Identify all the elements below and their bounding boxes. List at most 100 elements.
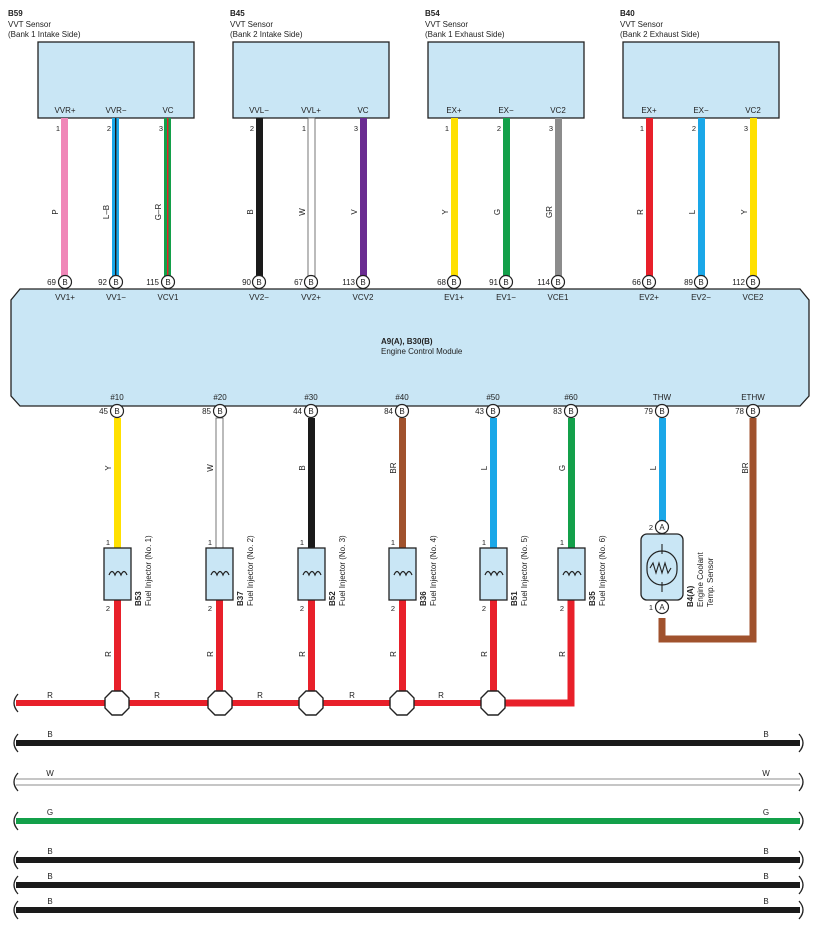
wire-color-code: GR — [545, 206, 554, 218]
injector-no5: 1 2 B51 Fuel Injector (No. 5) — [479, 535, 529, 613]
wire-v — [360, 118, 367, 276]
coil-icon — [484, 570, 504, 577]
sensor-pin-number: 2 — [250, 124, 254, 133]
injector-code: B52 — [328, 591, 337, 606]
ecm-pin-number: 90 — [242, 278, 251, 287]
injector-pin-number: 2 — [106, 604, 110, 613]
wire-color-code: G–R — [154, 204, 163, 221]
ecm-pin-name: VV1− — [106, 293, 126, 302]
connector-b-badge — [160, 274, 176, 290]
connector-b-badge — [446, 274, 462, 290]
pin-label-ex-plus: EX+ — [446, 106, 462, 115]
sensor-b54-code: B54 — [425, 9, 440, 18]
connector-b-badge — [693, 274, 709, 290]
bus-line-code: W — [46, 769, 54, 778]
ecm-pin-name: #20 — [213, 393, 227, 402]
sensor-b40-code: B40 — [620, 9, 635, 18]
break-symbol-icon — [13, 900, 19, 920]
ecm-pin-name: VCE2 — [743, 293, 764, 302]
ecm-pin-number: 112 — [732, 278, 745, 287]
ecm-pin-number: 44 — [293, 407, 302, 416]
connector-letter: B — [217, 407, 222, 416]
coil-icon — [562, 570, 582, 577]
connector-b-badge — [251, 274, 267, 290]
bus-line-code: B — [763, 872, 768, 881]
ecm-pin-number: 114 — [537, 278, 550, 287]
injector-pin-number: 2 — [300, 604, 304, 613]
injector-pin-number: 2 — [208, 604, 212, 613]
connector-letter: B — [698, 278, 703, 287]
wire-w — [307, 117, 316, 277]
wire-y — [750, 118, 757, 276]
ecm-pin-name: VV2− — [249, 293, 269, 302]
wire-color-code: W — [206, 464, 215, 472]
wire-color-code: BR — [389, 462, 398, 473]
injector-pin-number: 1 — [391, 538, 395, 547]
connector-letter: B — [750, 407, 755, 416]
injector-name: Fuel Injector (No. 6) — [598, 535, 607, 606]
injector-pin-number: 1 — [208, 538, 212, 547]
wire-l — [490, 418, 497, 548]
connector-letter: B — [113, 278, 118, 287]
ecm-pin-number: 67 — [294, 278, 303, 287]
bus-line-code: B — [47, 872, 52, 881]
ecm-pin-number: 84 — [384, 407, 393, 416]
injector-code: B53 — [134, 591, 143, 606]
bus-line-code: B — [47, 847, 52, 856]
injector-pin-number: 1 — [482, 538, 486, 547]
connector-letter: B — [399, 407, 404, 416]
pin-label-vvr-minus: VVR− — [105, 106, 126, 115]
break-symbol-icon — [798, 875, 804, 895]
resistor-icon — [649, 544, 672, 592]
sensor-pin-number: 1 — [649, 603, 653, 612]
ecm-pin-name: #10 — [110, 393, 124, 402]
ecm-pin-number: 68 — [437, 278, 446, 287]
ecm-pin-number: 78 — [735, 407, 744, 416]
injector-no6: 1 2 B35 Fuel Injector (No. 6) — [557, 535, 607, 613]
vvt-sensor-b40-box — [622, 41, 780, 119]
bus-line-code: G — [47, 808, 53, 817]
injector-code: B35 — [588, 591, 597, 606]
pin-label-ex-plus: EX+ — [641, 106, 657, 115]
sensor-pin-number: 1 — [56, 124, 60, 133]
bus-line-code: W — [762, 769, 770, 778]
splice-point — [104, 690, 130, 716]
sensor-pin-number: 2 — [649, 523, 653, 532]
injector-signal-wires — [114, 417, 757, 643]
ecm-pin-number: 85 — [202, 407, 211, 416]
break-symbol-icon — [13, 772, 19, 792]
ecm-subtitle: Engine Control Module — [381, 347, 463, 356]
wire-color-code: Y — [441, 209, 450, 215]
ecm-pin-name: THW — [653, 393, 672, 402]
ecm-pin-number: 79 — [644, 407, 653, 416]
break-symbol-icon — [13, 693, 19, 713]
bus-segment-code: R — [349, 691, 355, 700]
ecm-pin-number: 43 — [475, 407, 484, 416]
wire-br — [658, 418, 757, 643]
ecm-pin-name: VV2+ — [301, 293, 321, 302]
break-symbol-icon — [13, 811, 19, 831]
vvt-sensor-b54-box — [427, 41, 585, 119]
wire-color-code: G — [493, 209, 502, 215]
ecm-pin-number: 66 — [632, 278, 641, 287]
bus-segment-code: R — [47, 691, 53, 700]
bus-line-code: B — [763, 897, 768, 906]
connector-b-badge — [641, 274, 657, 290]
sensor-b59-sub: (Bank 1 Intake Side) — [8, 30, 81, 39]
injector-no2: 1 2 B37 Fuel Injector (No. 2) — [205, 535, 255, 613]
connector-b-badge — [745, 403, 761, 419]
sensor-b45-title: VVT Sensor — [230, 20, 273, 29]
ecm-pin-number: 92 — [98, 278, 107, 287]
wire-color-code: B — [246, 209, 255, 214]
sensor-pin-number: 3 — [744, 124, 748, 133]
splice-point — [207, 690, 233, 716]
ecm-pin-name: EV1+ — [444, 293, 464, 302]
wire-color-code: BR — [741, 462, 750, 473]
wire-r — [490, 600, 497, 692]
ecm-pin-number: 113 — [342, 278, 355, 287]
ecm-pin-name: VCV1 — [158, 293, 179, 302]
wire-y — [114, 418, 121, 548]
wire-r — [308, 600, 315, 692]
ecm-box — [10, 288, 810, 407]
